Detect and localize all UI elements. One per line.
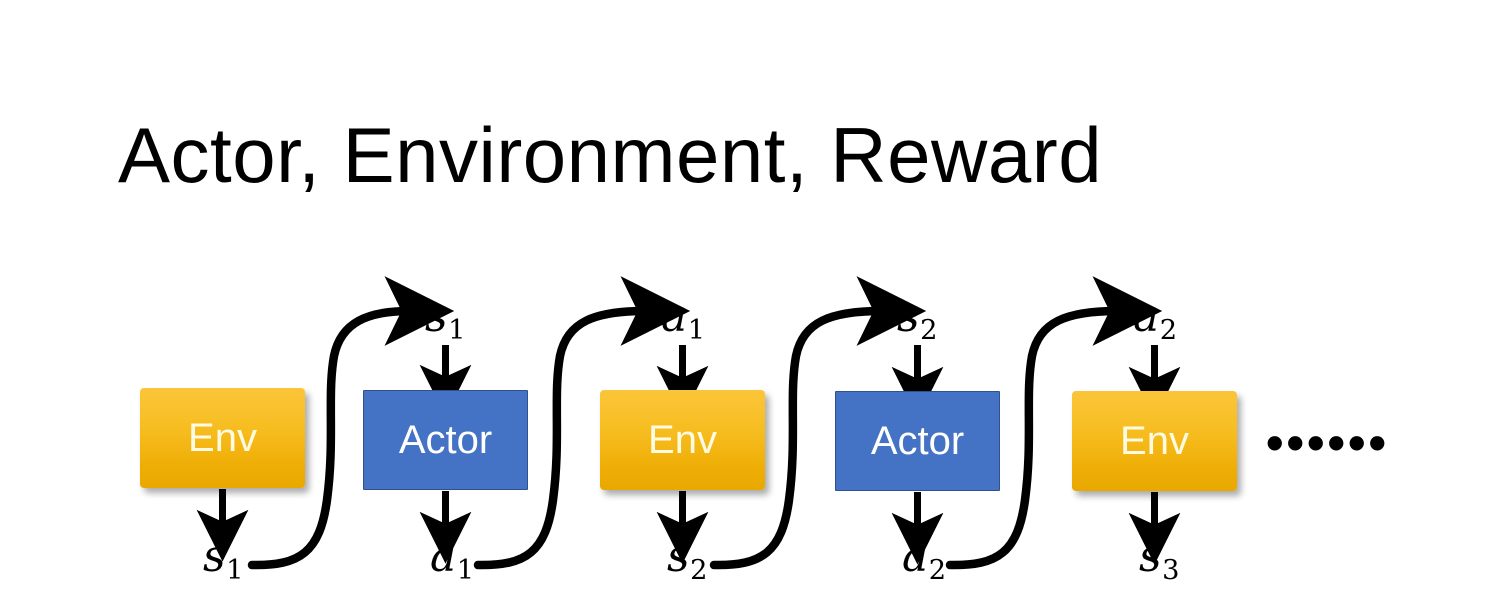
arrow-into-node: [419, 345, 1181, 419]
symbol-sub: 2: [928, 555, 947, 587]
ellipsis-continuation: ••••••: [1266, 415, 1390, 471]
symbol-sub: 1: [448, 315, 466, 347]
symbol-base: s: [897, 291, 920, 342]
symbol-base: a: [661, 291, 688, 342]
state-label-s2-bottom: s2: [667, 535, 708, 587]
action-label-a2-top: a2: [1133, 295, 1178, 347]
node-env-3[interactable]: Env: [1072, 391, 1237, 491]
node-actor-1[interactable]: Actor: [363, 390, 528, 490]
symbol-sub: 1: [226, 555, 244, 587]
symbol-sub: 3: [1162, 555, 1180, 587]
action-label-a2-bottom: a2: [902, 535, 947, 587]
arrow-out-of-node: [196, 489, 1181, 565]
node-label: Env: [648, 418, 717, 462]
symbol-base: s: [1139, 531, 1162, 582]
symbol-base: a: [1133, 291, 1160, 342]
node-label: Env: [1120, 419, 1189, 463]
action-label-a1-bottom: a1: [430, 535, 475, 587]
state-label-s2-top: s2: [897, 295, 938, 347]
symbol-sub: 2: [1159, 315, 1178, 347]
page-title: Actor, Environment, Reward: [118, 111, 1103, 199]
symbol-sub: 1: [687, 315, 706, 347]
node-actor-2[interactable]: Actor: [835, 391, 1000, 491]
state-label-s1-bottom: s1: [203, 535, 244, 587]
action-label-a1-top: a1: [661, 295, 706, 347]
symbol-base: s: [203, 531, 226, 582]
node-label: Env: [188, 416, 257, 460]
symbol-base: a: [430, 531, 457, 582]
node-env-1[interactable]: Env: [140, 388, 305, 488]
symbol-base: s: [667, 531, 690, 582]
node-env-2[interactable]: Env: [600, 390, 765, 490]
symbol-sub: 1: [456, 555, 475, 587]
node-label: Actor: [870, 419, 965, 463]
state-label-s1-top: s1: [425, 295, 466, 347]
symbol-base: a: [902, 531, 929, 582]
symbol-base: s: [425, 291, 448, 342]
symbol-sub: 2: [920, 315, 938, 347]
state-label-s3-bottom: s3: [1139, 535, 1180, 587]
node-label: Actor: [398, 418, 493, 462]
symbol-sub: 2: [690, 555, 708, 587]
